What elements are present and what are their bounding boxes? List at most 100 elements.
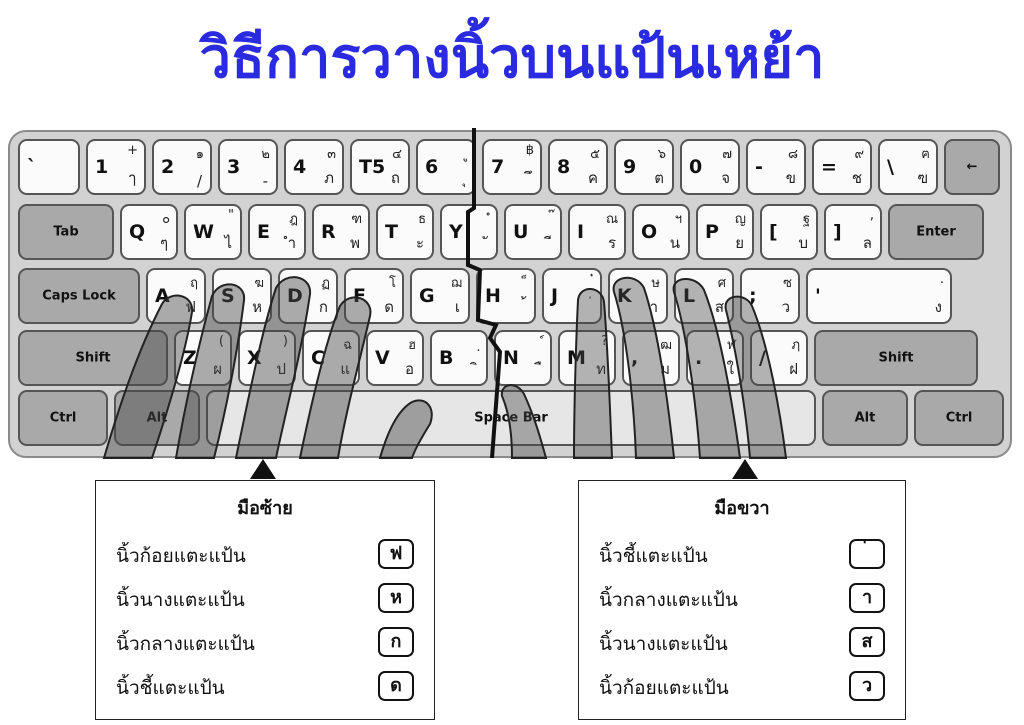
key-thai-shift: ฆ <box>254 276 264 291</box>
right-row-text: นิ้วก้อยแตะแป้น <box>599 677 729 699</box>
key[interactable]: 6ูุ <box>416 139 476 195</box>
left-row: นิ้วชี้แตะแป้น ด <box>116 669 414 703</box>
right-row-key: ส <box>849 627 885 657</box>
key[interactable]: 1+ๅ <box>86 139 146 195</box>
key-thai: ฟ <box>185 298 196 316</box>
key[interactable]: ],ล <box>824 204 882 260</box>
key-primary: R <box>321 221 336 243</box>
key-thai: ท <box>596 360 606 378</box>
key[interactable]: U๊ี <box>504 204 562 260</box>
key[interactable]: M?ท <box>558 330 616 386</box>
key[interactable]: H็้ <box>476 268 536 324</box>
left-row-text: นิ้วก้อยแตะแป้น <box>116 545 246 567</box>
key-thai-shift: ฎ <box>289 212 298 227</box>
key-thai: ว <box>781 298 790 316</box>
key[interactable]: ` <box>18 139 80 195</box>
key-ctrl[interactable]: Ctrl <box>18 390 108 446</box>
key-thai: / <box>196 172 202 190</box>
key[interactable]: ;ซว <box>740 268 800 324</box>
key-thai-shift: + <box>127 143 138 158</box>
key-primary: W <box>193 221 214 243</box>
key-thai: ช <box>851 169 862 187</box>
keyboard: `1+ๅ2๑/3๒-4๓ภT5๔ถ6ูุ7฿ึ8๕ค9๖ต0๗จ-๘ข=๙ช\ฅ… <box>8 130 1012 458</box>
key-thai: แ <box>340 360 350 378</box>
key-thai: ก <box>318 298 328 316</box>
key-label: Caps Lock <box>42 288 116 304</box>
key-shift[interactable]: Shift <box>814 330 978 386</box>
key-space-bar[interactable]: Space Bar <box>206 390 816 446</box>
right-row-key: ว <box>849 671 885 701</box>
key-caps-lock[interactable]: Caps Lock <box>18 268 140 324</box>
key[interactable]: .ฬใ <box>686 330 744 386</box>
key-primary: F <box>353 285 366 307</box>
key[interactable]: Yํั <box>440 204 498 260</box>
key-primary: G <box>419 285 435 307</box>
key[interactable]: \ฅฃ <box>878 139 938 195</box>
key[interactable]: 7฿ึ <box>482 139 542 195</box>
key-thai-shift: ซ <box>783 276 792 291</box>
key-enter[interactable]: Enter <box>888 204 984 260</box>
key[interactable]: X)ป <box>238 330 296 386</box>
key-primary: S <box>221 285 235 307</box>
key[interactable]: /ฦฝ <box>750 330 808 386</box>
key[interactable]: Bฺิ <box>430 330 488 386</box>
key[interactable]: -๘ข <box>746 139 806 195</box>
key-primary: / <box>759 347 766 369</box>
key-tab[interactable]: Tab <box>18 204 114 260</box>
key-thai-shift: . <box>939 272 944 287</box>
key-thai-shift: ๒ <box>261 147 270 162</box>
key-thai: ๅ <box>128 169 136 187</box>
key-shift[interactable]: Shift <box>18 330 168 386</box>
key-thai-shift: ธ <box>418 212 426 227</box>
key-thai-shift: ญ <box>734 212 746 227</box>
key[interactable]: W"ไ <box>184 204 242 260</box>
key-alt[interactable]: Alt <box>114 390 200 446</box>
key-backspace[interactable]: ← <box>944 139 1000 195</box>
key-primary: P <box>705 221 719 243</box>
key-thai-shift: ( <box>218 334 224 349</box>
key[interactable]: Z(ผ <box>174 330 232 386</box>
key-thai-shift: ฏ <box>321 276 330 291</box>
key-primary: 9 <box>623 156 637 178</box>
key-thai-shift: , <box>869 208 874 223</box>
left-row-text: นิ้วชี้แตะแป้น <box>116 677 225 699</box>
key-primary: Q <box>129 221 146 243</box>
key-primary: O <box>641 221 658 243</box>
key[interactable]: '.ง <box>806 268 952 324</box>
key[interactable]: J๋่ <box>542 268 602 324</box>
key[interactable]: =๙ช <box>812 139 872 195</box>
key-ctrl[interactable]: Ctrl <box>914 390 1004 446</box>
key-label: Alt <box>854 410 876 426</box>
key-thai-shift: ๓ <box>327 147 336 162</box>
key-label: ← <box>966 159 978 175</box>
key[interactable]: N์ื <box>494 330 552 386</box>
key-alt[interactable]: Alt <box>822 390 908 446</box>
key[interactable]: ,ฒม <box>622 330 680 386</box>
key-primary: 8 <box>557 156 571 178</box>
left-row-key: ด <box>378 671 414 701</box>
key[interactable]: [ฐบ <box>760 204 818 260</box>
